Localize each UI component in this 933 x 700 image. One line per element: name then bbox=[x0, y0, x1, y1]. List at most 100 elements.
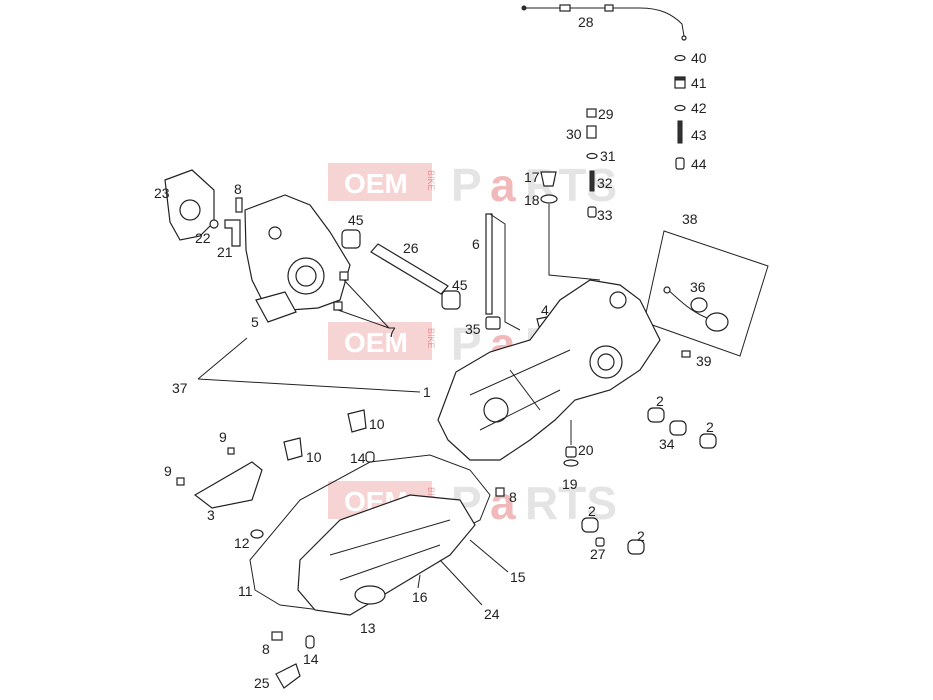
part-44-cap bbox=[675, 157, 685, 170]
callout-2-b: 2 bbox=[706, 419, 714, 435]
leader-17-crankcase bbox=[548, 204, 601, 281]
part-2-cap-d bbox=[627, 539, 645, 555]
callout-10-bottom: 10 bbox=[306, 449, 322, 465]
leader-37 bbox=[197, 337, 421, 393]
callout-30: 30 bbox=[566, 126, 582, 142]
callout-36: 36 bbox=[690, 279, 706, 295]
part-27-clip bbox=[595, 537, 605, 547]
part-14-pin-bottom bbox=[305, 635, 315, 649]
watermark-parts-a: a bbox=[490, 477, 516, 529]
leader-24 bbox=[439, 559, 483, 606]
part-8-screw-bottom bbox=[271, 631, 283, 641]
callout-10-top: 10 bbox=[369, 416, 385, 432]
part-9-screw-left bbox=[176, 477, 185, 486]
callout-22: 22 bbox=[195, 230, 211, 246]
callout-38: 38 bbox=[682, 211, 698, 227]
part-42-washer bbox=[674, 104, 686, 112]
callout-8-top: 8 bbox=[234, 181, 242, 197]
callout-33: 33 bbox=[597, 207, 613, 223]
part-1-crankcase bbox=[437, 279, 661, 461]
callout-28: 28 bbox=[578, 14, 594, 30]
part-21-bracket bbox=[224, 219, 241, 247]
callout-1: 1 bbox=[423, 384, 431, 400]
callout-42: 42 bbox=[691, 100, 707, 116]
callout-37: 37 bbox=[172, 380, 188, 396]
part-2-cap-b bbox=[699, 433, 717, 449]
watermark-parts-rts: RTS bbox=[525, 159, 617, 211]
callout-18: 18 bbox=[524, 192, 540, 208]
callout-19: 19 bbox=[562, 476, 578, 492]
part-38-sensor-kit bbox=[643, 230, 769, 357]
watermark-oem: OEM bbox=[344, 168, 408, 199]
callout-44: 44 bbox=[691, 156, 707, 172]
part-2-cap-a bbox=[647, 407, 665, 423]
callout-11: 11 bbox=[238, 583, 253, 599]
part-23-gasket bbox=[164, 169, 215, 241]
part-20-plug bbox=[565, 446, 577, 458]
part-34-cap bbox=[669, 420, 687, 436]
callout-2-c: 2 bbox=[588, 503, 596, 519]
part-9-screw-top bbox=[227, 447, 235, 455]
callout-8-bottom: 8 bbox=[262, 641, 270, 657]
watermark-oem: OEM bbox=[344, 327, 408, 358]
watermark-bike: BIKE bbox=[426, 328, 436, 349]
part-14-pin-top bbox=[365, 451, 375, 463]
part-39-bolt bbox=[681, 350, 691, 358]
watermark-parts-a: a bbox=[490, 159, 516, 211]
part-22-bolt bbox=[209, 219, 219, 229]
part-33-cap bbox=[587, 206, 597, 218]
part-10-clip-bottom bbox=[283, 437, 303, 461]
callout-27: 27 bbox=[590, 546, 606, 562]
callout-labels: 28 40 41 42 43 44 29 30 31 32 33 17 18 3… bbox=[154, 14, 714, 691]
part-13-cover bbox=[297, 494, 476, 616]
callout-24: 24 bbox=[484, 606, 500, 622]
callout-7: 7 bbox=[388, 324, 396, 340]
callout-14-bottom: 14 bbox=[303, 651, 319, 667]
callout-40: 40 bbox=[691, 50, 707, 66]
part-18-oring bbox=[540, 194, 558, 204]
part-29-nut bbox=[586, 108, 597, 118]
callout-25: 25 bbox=[254, 675, 270, 691]
part-5-housing bbox=[244, 194, 351, 323]
part-30-sleeve bbox=[586, 125, 597, 139]
part-45-bushing-bottom bbox=[441, 290, 461, 310]
callout-9-left: 9 bbox=[164, 463, 172, 479]
callout-39: 39 bbox=[696, 353, 712, 369]
part-19-washer bbox=[563, 459, 579, 467]
watermark-parts-p: P bbox=[451, 159, 482, 211]
callout-13: 13 bbox=[360, 620, 376, 636]
callout-2-a: 2 bbox=[656, 393, 664, 409]
callout-6: 6 bbox=[472, 236, 480, 252]
callout-16: 16 bbox=[412, 589, 428, 605]
watermark-bike: BIKE bbox=[426, 170, 436, 191]
part-3-bracket bbox=[193, 461, 263, 509]
callout-15: 15 bbox=[510, 569, 526, 585]
watermark-top: OEM BIKE P a RTS bbox=[328, 159, 617, 211]
callout-43: 43 bbox=[691, 127, 707, 143]
part-31-washer bbox=[586, 152, 598, 160]
part-28-cable bbox=[521, 4, 687, 41]
watermark-parts-rts: RTS bbox=[525, 477, 617, 529]
part-43-pin bbox=[677, 120, 683, 144]
callout-2-d: 2 bbox=[637, 528, 645, 544]
callout-5: 5 bbox=[251, 314, 259, 330]
callout-31: 31 bbox=[600, 148, 616, 164]
callout-34: 34 bbox=[659, 436, 675, 452]
leader-15 bbox=[469, 539, 509, 573]
callout-45-top: 45 bbox=[348, 212, 364, 228]
callout-17: 17 bbox=[524, 169, 540, 185]
part-32-pin bbox=[589, 170, 595, 192]
callout-23: 23 bbox=[154, 185, 170, 201]
part-12-oring bbox=[250, 529, 264, 539]
callout-3: 3 bbox=[207, 507, 215, 523]
callout-12: 12 bbox=[234, 535, 250, 551]
part-45-bushing-top bbox=[341, 229, 361, 249]
callout-20: 20 bbox=[578, 442, 594, 458]
part-17-plug bbox=[540, 171, 557, 187]
callout-26: 26 bbox=[403, 240, 419, 256]
part-26-tube bbox=[370, 243, 449, 295]
callout-8-right: 8 bbox=[509, 489, 517, 505]
part-8-screw-right bbox=[495, 487, 505, 497]
part-25-clip bbox=[275, 663, 301, 689]
callout-41: 41 bbox=[691, 75, 707, 91]
